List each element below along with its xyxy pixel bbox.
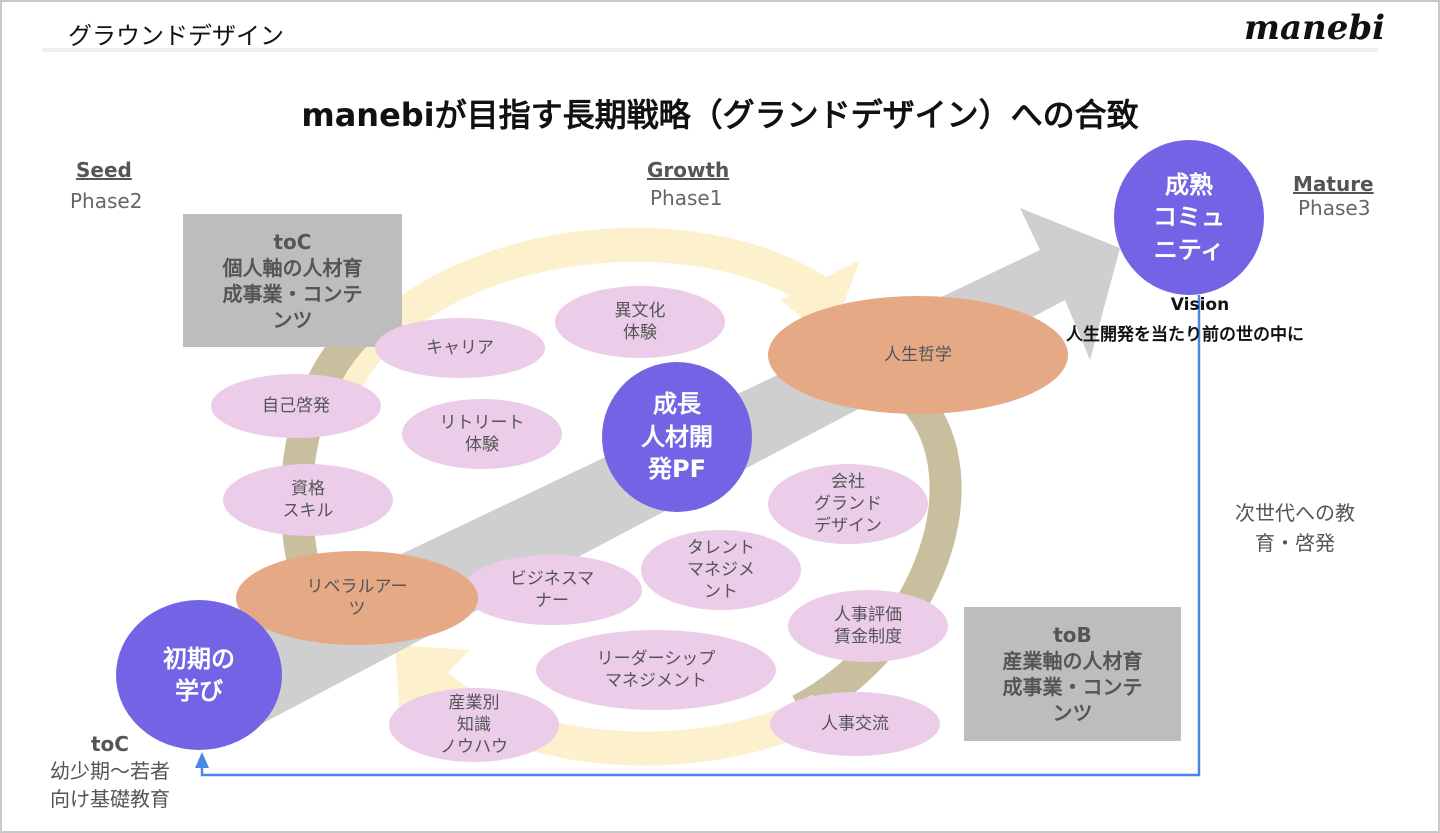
- node-hr-evaluation: 人事評価 賃金制度: [788, 590, 948, 662]
- vision-text: 人生開発を当たり前の世の中に: [1066, 325, 1304, 345]
- node-talent: タレント マネジメ ント: [641, 530, 801, 610]
- cycle-arrow-right: [792, 389, 962, 725]
- node-career: キャリア: [375, 318, 545, 378]
- node-growth-pf: 成長 人材開 発PF: [602, 362, 752, 512]
- node-retreat: リトリート 体験: [402, 399, 562, 469]
- toc-bottom-text: 幼少期〜若者 向け基礎教育: [50, 759, 170, 811]
- cycle-arrowhead-top: [780, 260, 860, 340]
- next-generation-text: 次世代への教 育・啓発: [1235, 501, 1355, 555]
- node-leadership: リーダーシップ マネジメント: [536, 630, 776, 710]
- toc-bottom-label: toC: [91, 732, 129, 756]
- manebi-logo: manebi: [1244, 8, 1386, 48]
- node-self-development: 自己啓発: [211, 374, 381, 438]
- slide-title: manebiが目指す長期戦略（グランドデザイン）への合致: [301, 96, 1139, 134]
- node-liberal-arts: リベラルアー ツ: [236, 551, 478, 645]
- phase-mature-number: Phase3: [1298, 196, 1371, 220]
- node-industry-knowledge: 産業別 知識 ノウハウ: [389, 688, 559, 762]
- feedback-arrowhead: [195, 752, 209, 768]
- node-license: 資格 スキル: [223, 464, 393, 536]
- node-business-manner: ビジネスマ ナー: [462, 555, 642, 625]
- phase-growth-number: Phase1: [650, 186, 723, 210]
- node-mature-community: 成熟 コミュ ニティ: [1114, 140, 1264, 295]
- feedback-line: [200, 295, 1201, 777]
- node-early-learning: 初期の 学び: [116, 600, 282, 750]
- phase-seed-number: Phase2: [70, 189, 143, 213]
- phase-growth: Growth: [647, 158, 730, 182]
- node-life-philosophy: 人生哲学: [768, 296, 1068, 414]
- toc-box: toC 個人軸の人材育 成事業・コンテ ンツ: [183, 214, 402, 347]
- phase-name: Seed: [76, 158, 132, 182]
- phase-seed: Seed: [76, 158, 132, 182]
- phase-mature: Mature: [1293, 172, 1374, 196]
- cycle-arrow-top: [313, 227, 841, 434]
- node-culture: 異文化 体験: [555, 286, 725, 358]
- node-hr-exchange: 人事交流: [770, 692, 940, 756]
- vision-label: Vision: [1170, 295, 1230, 315]
- tob-box: toB 産業軸の人材育 成事業・コンテ ンツ: [964, 607, 1181, 741]
- header-divider: [42, 48, 1378, 52]
- node-company-design: 会社 グランド デザイン: [768, 464, 928, 544]
- section-title: グラウンドデザイン: [68, 22, 284, 50]
